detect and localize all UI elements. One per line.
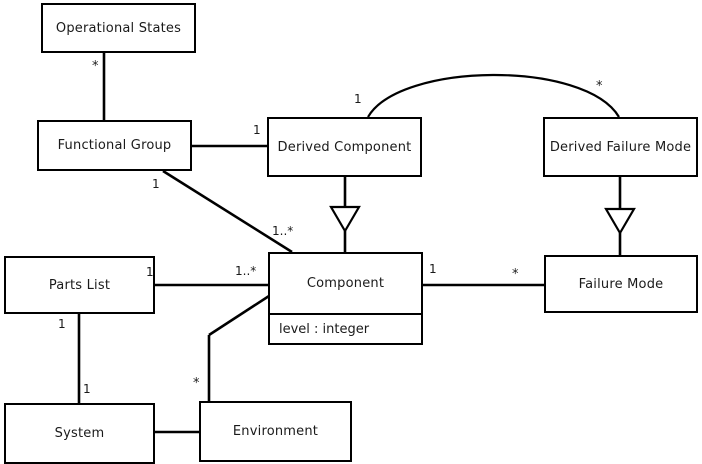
class-name-environment: Environment — [232, 424, 319, 439]
class-box-functional-group[interactable]: Functional Group — [37, 120, 192, 171]
class-box-component[interactable]: Component level : integer — [268, 252, 423, 345]
class-name-operational-states: Operational States — [55, 20, 182, 36]
multiplicity-operational-states-star: * — [92, 59, 99, 74]
multiplicity-derived-component-curve: 1 — [354, 92, 362, 106]
multiplicity-component-right: 1 — [429, 262, 437, 276]
multiplicity-parts-list-down: 1 — [58, 317, 66, 331]
class-box-derived-component[interactable]: Derived Component — [267, 117, 422, 177]
class-name-parts-list: Parts List — [48, 277, 111, 293]
class-name-failure-mode: Failure Mode — [578, 276, 664, 292]
generalization-triangle-component — [329, 205, 361, 234]
class-box-parts-list[interactable]: Parts List — [4, 256, 155, 314]
class-name-derived-component: Derived Component — [277, 139, 412, 155]
connector-functional-group-component — [162, 169, 293, 254]
multiplicity-component-left: 1..* — [235, 264, 257, 278]
multiplicity-derived-failure-mode-curve: * — [596, 79, 603, 94]
multiplicity-component-from-functional-group: 1..* — [272, 224, 294, 238]
class-name-derived-failure-mode: Derived Failure Mode — [549, 139, 692, 155]
class-box-operational-states[interactable]: Operational States — [41, 3, 196, 53]
class-name-system: System — [54, 426, 105, 441]
class-name-component: Component — [306, 276, 385, 291]
multiplicity-functional-group-diagonal: 1 — [152, 177, 160, 191]
multiplicity-failure-mode-left: * — [512, 267, 519, 282]
multiplicity-parts-list-right: 1 — [146, 265, 154, 279]
multiplicity-system-up: 1 — [83, 382, 91, 396]
multiplicity-functional-group-to-derived-component: 1 — [253, 123, 261, 137]
connector-derived-component-derived-failure-mode — [367, 73, 620, 118]
connector-environment-component-diagonal — [208, 294, 270, 337]
multiplicity-environment-star: * — [193, 376, 200, 391]
class-box-system[interactable]: System — [4, 403, 155, 464]
generalization-triangle-failure-mode — [604, 207, 636, 236]
class-name-functional-group: Functional Group — [57, 138, 172, 153]
class-attribute-component-level: level : integer — [270, 313, 421, 343]
class-box-failure-mode[interactable]: Failure Mode — [544, 255, 698, 313]
class-box-derived-failure-mode[interactable]: Derived Failure Mode — [543, 117, 698, 177]
class-box-environment[interactable]: Environment — [199, 401, 352, 462]
